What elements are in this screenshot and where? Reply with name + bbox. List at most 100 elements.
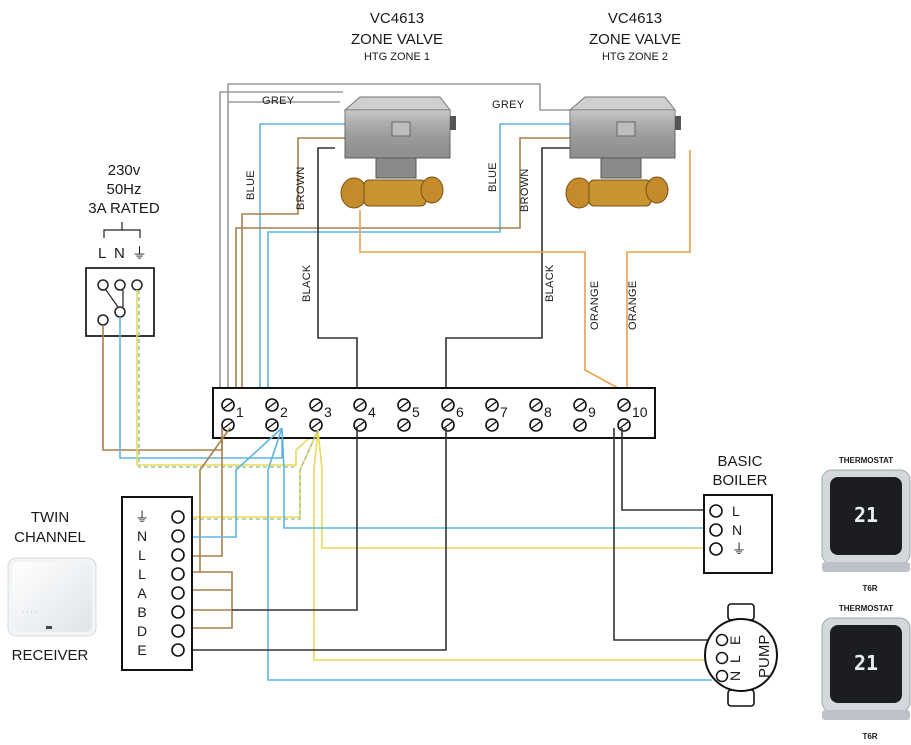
strip-screw-bottom-8-slot [531, 421, 541, 429]
strip-terminal-2: 2 [280, 404, 288, 420]
strip-screw-bottom-7-slot [487, 421, 497, 429]
receiver-terminal-6 [171, 624, 185, 638]
supply-frequency: 50Hz [106, 181, 141, 198]
receiver-terminal-1 [171, 529, 185, 543]
strip-screw-top-4-slot [355, 401, 365, 409]
strip-screw-top-9-slot [575, 401, 585, 409]
wire-label-black-2: BLACK [544, 264, 556, 302]
strip-screw-bottom-1-slot [223, 421, 233, 429]
valve1-model: VC4613 [370, 10, 424, 27]
receiver-terminal-label-5: B [137, 604, 146, 620]
strip-terminal-4: 4 [368, 404, 376, 420]
boiler-terminal-2 [709, 542, 723, 556]
receiver-terminal-0 [171, 510, 185, 524]
supply-rating: 3A RATED [88, 200, 160, 217]
boiler-terminals: LN ⏚ [709, 503, 746, 557]
wire-label-grey-1: GREY [262, 95, 295, 107]
valve1-type: ZONE VALVE [351, 31, 443, 48]
wire-label-grey-2: GREY [492, 99, 525, 111]
boiler-terminal-label-0: L [732, 503, 740, 519]
boiler-title-2: BOILER [712, 472, 767, 489]
valve2-type: ZONE VALVE [589, 31, 681, 48]
supply-bracket [103, 222, 141, 238]
wire-label-orange-2: ORANGE [627, 281, 639, 330]
strip-screw-top-5-slot [399, 401, 409, 409]
receiver-terminal-label-4: A [137, 585, 147, 601]
receiver-terminal-2 [171, 548, 185, 562]
receiver-terminal-5 [171, 605, 185, 619]
pump-terminal-label-0: E [727, 636, 743, 645]
receiver-terminal-4 [171, 586, 185, 600]
strip-terminal-5: 5 [412, 404, 420, 420]
strip-screw-top-3-slot [311, 401, 321, 409]
strip-screw-bottom-4-slot [355, 421, 365, 429]
boiler-terminal-label-1: N [732, 522, 742, 538]
thermostat-2: THERMOSTAT 21 T6R [821, 604, 911, 741]
receiver-terminal-7 [171, 643, 185, 657]
strip-screw-bottom-9-slot [575, 421, 585, 429]
control-wires [190, 427, 712, 681]
pump-terminal-label-1: L [727, 655, 743, 663]
supply-terminal-l: L [98, 245, 106, 262]
strip-screw-bottom-2-slot [267, 421, 277, 429]
pump-label: PUMP [756, 635, 773, 678]
pump-terminal-0 [715, 633, 729, 647]
wire-label-orange-1: ORANGE [589, 281, 601, 330]
zone-valve-1 [340, 96, 456, 209]
receiver-title-2: CHANNEL [14, 529, 86, 546]
spur-switch [105, 289, 124, 308]
thermostat-1-label: THERMOSTAT [839, 456, 893, 465]
wire-label-blue-1: BLUE [245, 170, 257, 200]
receiver-terminal-block [121, 496, 193, 671]
wire-label-blue-2: BLUE [487, 162, 499, 192]
receiver-terminal-3 [171, 567, 185, 581]
wire-label-black-1: BLACK [301, 264, 313, 302]
valve2-zone: HTG ZONE 2 [602, 51, 668, 63]
pump-terminals: ELN [715, 633, 743, 683]
receiver-terminal-label-2: L [138, 547, 146, 563]
strip-screw-top-8-slot [531, 401, 541, 409]
strip-terminal-7: 7 [500, 404, 508, 420]
thermostat-1: THERMOSTAT 21 T6R [821, 456, 911, 593]
boiler-terminal-label-2: ⏚ [732, 541, 746, 557]
thermostat-1-model: T6R [862, 584, 877, 593]
valve-wires [219, 83, 691, 389]
pump-terminal-2 [715, 669, 729, 683]
valve2-model: VC4613 [608, 10, 662, 27]
receiver-leds: · · · · [22, 609, 37, 616]
supply-terminal-n: N [114, 245, 125, 262]
strip-screw-top-10-slot [619, 401, 629, 409]
strip-terminal-10: 10 [632, 404, 648, 420]
receiver-terminal-label-7: E [137, 642, 146, 658]
strip-terminal-1: 1 [236, 404, 244, 420]
strip-terminal-6: 6 [456, 404, 464, 420]
thermostat-2-model: T6R [862, 732, 877, 741]
zone-valve-2 [565, 96, 681, 209]
wire-label-brown-1: BROWN [295, 166, 307, 210]
strip-screw-top-1-slot [223, 401, 233, 409]
wire-label-brown-2: BROWN [519, 168, 531, 212]
strip-screw-top-7-slot [487, 401, 497, 409]
valve1-zone: HTG ZONE 1 [364, 51, 430, 63]
boiler-terminal-1 [709, 523, 723, 537]
receiver-terminal-label-3: L [138, 566, 146, 582]
strip-terminal-3: 3 [324, 404, 332, 420]
receiver-terminal-label-1: N [137, 528, 147, 544]
receiver-terminal-label-6: D [137, 623, 147, 639]
thermostat-1-display: 21 [854, 503, 878, 527]
thermostat-2-label: THERMOSTAT [839, 604, 893, 613]
receiver-title-1: TWIN [31, 509, 69, 526]
receiver-terminal-label-0: ⏚ [135, 509, 149, 525]
receiver-title-3: RECEIVER [12, 647, 89, 664]
thermostat-2-display: 21 [854, 651, 878, 675]
strip-terminal-9: 9 [588, 404, 596, 420]
strip-screw-bottom-3-slot [311, 421, 321, 429]
supply-voltage: 230v [108, 162, 141, 179]
strip-screw-bottom-6-slot [443, 421, 453, 429]
strip-screw-top-6-slot [443, 401, 453, 409]
boiler-title-1: BASIC [717, 453, 762, 470]
supply-terminal-earth: ⏚ [132, 245, 147, 262]
strip-screw-bottom-5-slot [399, 421, 409, 429]
